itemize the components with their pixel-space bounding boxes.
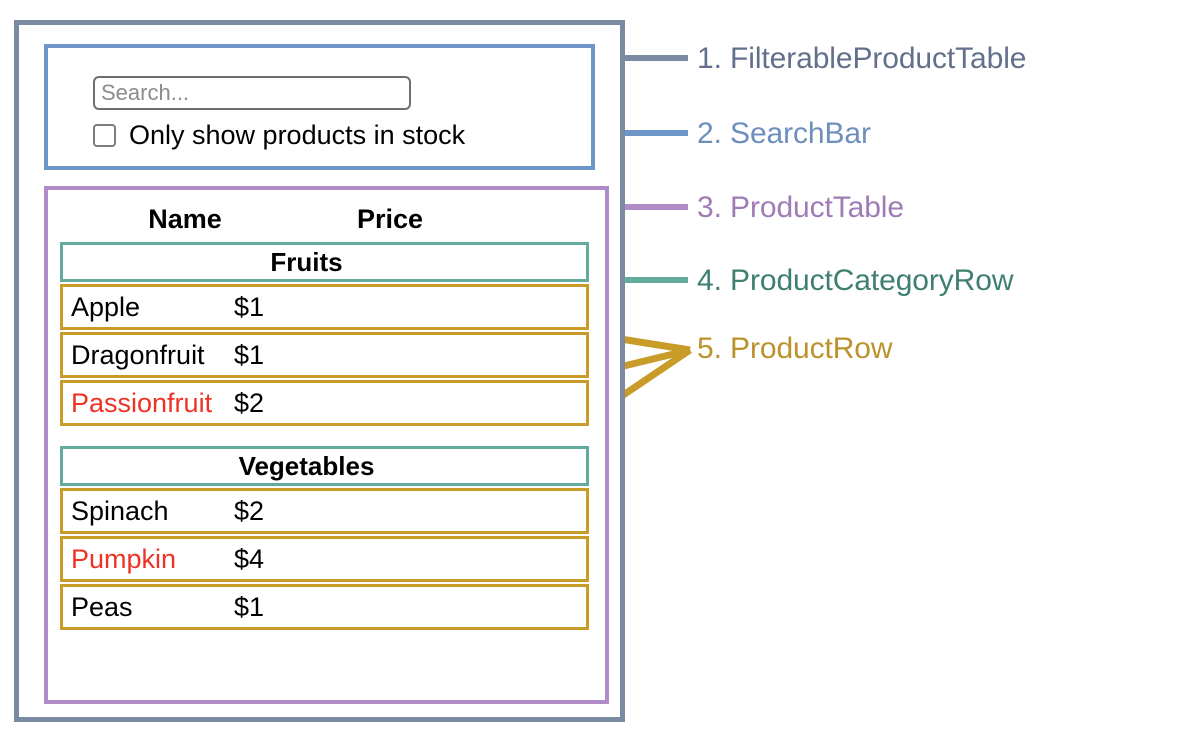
product-row: Apple $1: [60, 284, 589, 330]
search-bar-boundary: Only show products in stock: [44, 44, 595, 170]
product-price: $2: [234, 495, 265, 526]
product-price: $1: [234, 591, 265, 622]
product-table: Name Price Fruits Apple $1 Dragonfruit $…: [60, 196, 589, 632]
product-price: $1: [234, 339, 265, 370]
in-stock-checkbox-label: Only show products in stock: [129, 120, 466, 150]
group-spacer: [60, 428, 589, 446]
product-name: Peas: [71, 591, 133, 622]
column-header-price: Price: [356, 203, 424, 234]
product-price: $2: [234, 387, 265, 418]
product-row: Passionfruit $2: [60, 380, 589, 426]
search-input[interactable]: [93, 76, 411, 110]
product-category-row: Fruits: [60, 242, 589, 282]
product-price: $1: [234, 291, 265, 322]
product-row: Pumpkin $4: [60, 536, 589, 582]
product-name: Pumpkin: [71, 543, 177, 574]
legend-item-search-bar: 2. SearchBar: [697, 117, 871, 150]
legend-item-filterable-product-table: 1. FilterableProductTable: [697, 42, 1027, 75]
product-category-label: Fruits: [270, 247, 343, 277]
product-row: Peas $1: [60, 584, 589, 630]
product-name: Dragonfruit: [71, 339, 205, 370]
product-table-boundary: Name Price Fruits Apple $1 Dragonfruit $…: [44, 186, 609, 704]
product-name: Apple: [71, 291, 141, 322]
legend-item-product-row: 5. ProductRow: [697, 332, 893, 365]
product-category-row: Vegetables: [60, 446, 589, 486]
product-table-header-row: Name Price: [60, 196, 589, 242]
product-price: $4: [234, 543, 265, 574]
product-row: Spinach $2: [60, 488, 589, 534]
product-category-label: Vegetables: [238, 451, 375, 481]
legend-item-product-category-row: 4. ProductCategoryRow: [697, 264, 1014, 297]
product-row: Dragonfruit $1: [60, 332, 589, 378]
column-header-name: Name: [148, 203, 222, 234]
product-name: Spinach: [71, 495, 169, 526]
product-name: Passionfruit: [71, 387, 213, 418]
in-stock-checkbox-row[interactable]: Only show products in stock: [93, 122, 465, 149]
legend-item-product-table: 3. ProductTable: [697, 191, 904, 224]
in-stock-checkbox[interactable]: [93, 124, 116, 147]
